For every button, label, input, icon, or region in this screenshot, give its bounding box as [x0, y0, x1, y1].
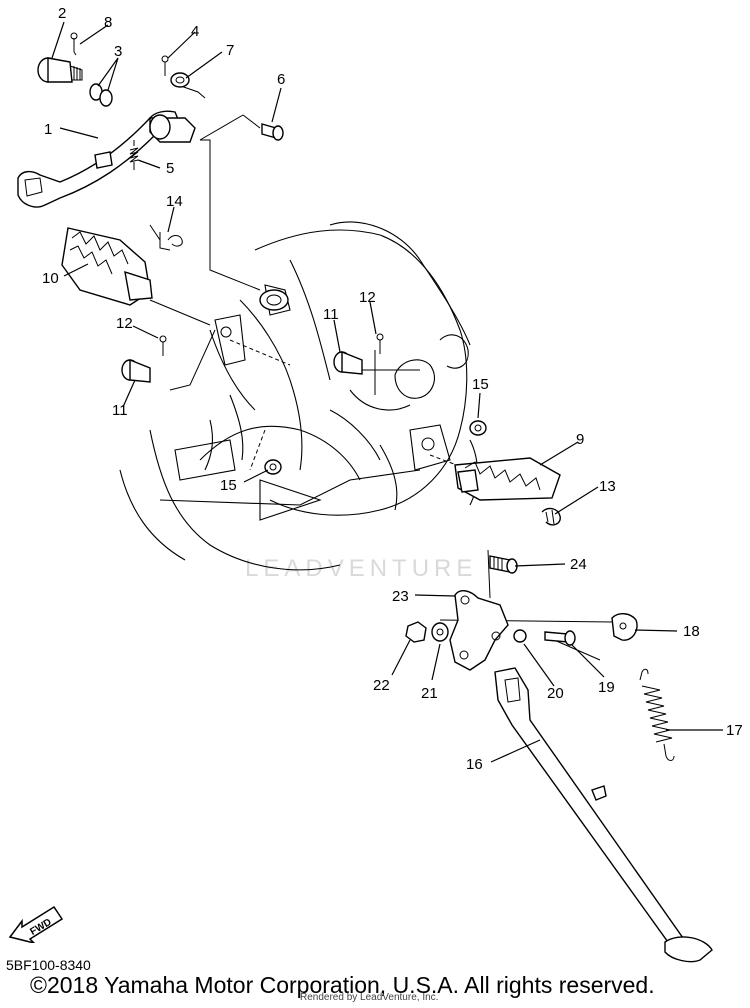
part-4-cotter-pin — [161, 55, 169, 76]
part-9-right-footrest — [454, 457, 561, 501]
callout-22: 22 — [373, 677, 390, 694]
part-7-washer — [170, 72, 190, 88]
callout-11-left: 11 — [112, 402, 128, 419]
callout-9: 9 — [576, 431, 584, 448]
part-19-bolt — [544, 630, 576, 646]
callout-8: 8 — [104, 14, 112, 31]
watermark-text: LEADVENTURE — [245, 555, 478, 582]
part-10-left-footrest — [61, 227, 153, 306]
callout-21: 21 — [421, 685, 438, 702]
part-5-return-spring — [129, 140, 139, 170]
part-23-sidestand-bracket — [449, 590, 509, 671]
callout-numbers: 2 8 3 4 7 6 1 5 14 10 12 11 11 12 15 15 … — [42, 5, 743, 773]
callout-3: 3 — [114, 43, 122, 60]
part-15-washer-left — [264, 459, 282, 475]
part-12-cotter-pin-left — [159, 335, 167, 356]
callout-15-left: 15 — [220, 477, 237, 494]
callout-23: 23 — [392, 588, 409, 605]
callout-15-right: 15 — [472, 376, 489, 393]
part-1-brake-pedal — [17, 110, 196, 208]
callout-1: 1 — [44, 121, 52, 138]
callout-17: 17 — [726, 722, 743, 739]
rendered-by-note: Rendered by LeadVenture, Inc. — [300, 992, 439, 1003]
callout-5: 5 — [166, 160, 174, 177]
callout-11-right: 11 — [323, 306, 339, 323]
callout-12-left: 12 — [116, 315, 133, 332]
engine-frame-outline — [119, 221, 478, 571]
part-8-cotter-pin — [70, 32, 78, 56]
part-13-spring — [541, 507, 561, 526]
part-22-nut — [405, 621, 427, 643]
callout-20: 20 — [547, 685, 564, 702]
part-6-clevis-pin — [261, 123, 284, 141]
callout-7: 7 — [226, 42, 234, 59]
callout-13: 13 — [599, 478, 616, 495]
part-12-cotter-pin-right — [376, 333, 384, 354]
part-2-pivot-shaft — [37, 57, 83, 83]
part-16-sidestand — [494, 667, 713, 963]
callout-12-right: 12 — [359, 289, 376, 306]
part-20-collar — [513, 629, 527, 643]
callout-6: 6 — [277, 71, 285, 88]
part-17-sidestand-spring — [639, 668, 675, 761]
callout-10: 10 — [42, 270, 59, 287]
callout-16: 16 — [466, 756, 483, 773]
part-15-washer-right — [469, 420, 487, 436]
fwd-arrow-icon: FWD — [8, 905, 64, 943]
callout-18: 18 — [683, 623, 700, 640]
part-18-plate — [611, 613, 638, 641]
callout-2: 2 — [58, 5, 66, 22]
diagram-code: 5BF100-8340 — [6, 957, 91, 973]
callout-leader-lines — [51, 21, 723, 763]
part-11-pin-left — [121, 358, 151, 383]
part-21-washer — [431, 622, 449, 642]
callout-24: 24 — [570, 556, 587, 573]
part-3-washers — [89, 83, 113, 107]
part-14-spring — [159, 232, 183, 251]
callout-14: 14 — [166, 193, 183, 210]
part-24-bolt — [489, 555, 518, 574]
part-11-pin-right — [333, 350, 363, 375]
callout-19: 19 — [598, 679, 615, 696]
copyright-notice: ©2018 Yamaha Motor Corporation, U.S.A. A… — [30, 972, 655, 998]
assembly-guide-lines — [149, 84, 613, 661]
callout-4: 4 — [191, 23, 199, 40]
